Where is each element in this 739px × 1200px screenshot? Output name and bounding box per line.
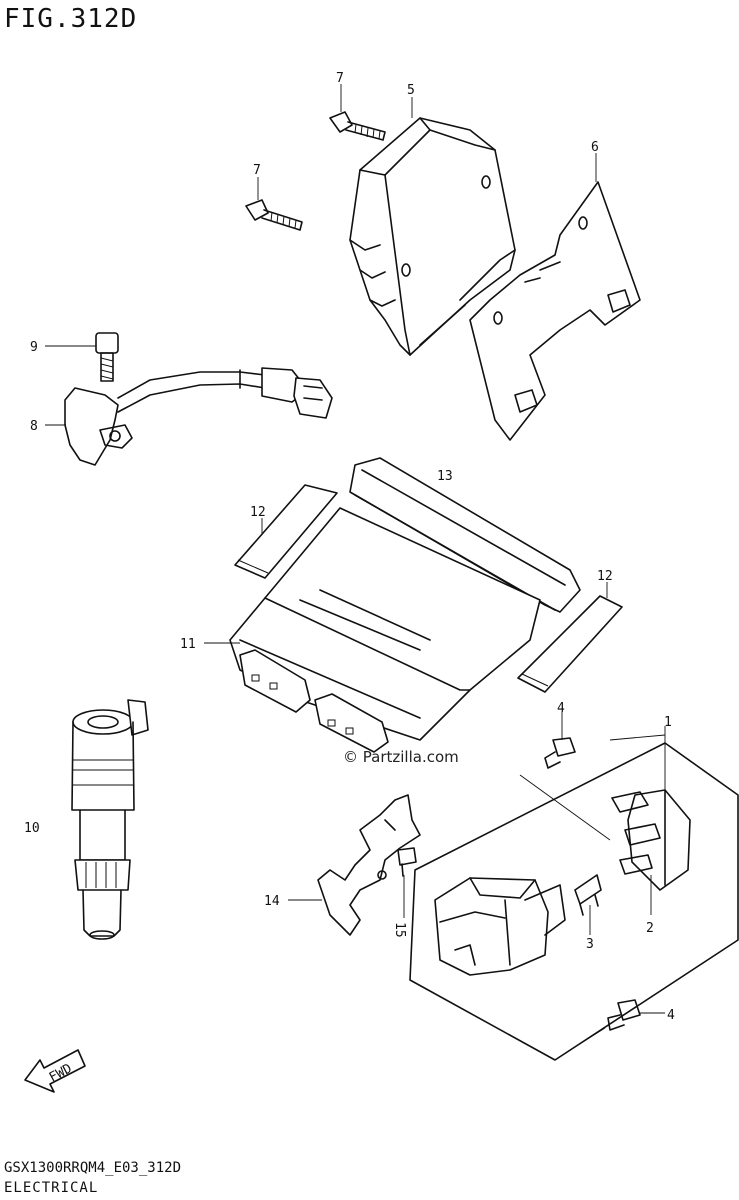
part-12-strip-left[interactable]	[234, 484, 338, 579]
relay-box[interactable]	[434, 877, 566, 976]
part-4-bolt-upper[interactable]	[544, 737, 576, 769]
callout-12b[interactable]: 12	[597, 569, 613, 584]
part-14-bracket[interactable]	[317, 794, 421, 936]
callout-numbers: 1 2 3 4 4 5 6 7 7 8 9 10 11 12 12 13 14 …	[24, 71, 675, 1023]
callout-15[interactable]: 15	[392, 922, 407, 938]
part-9-screw[interactable]	[95, 332, 119, 382]
callout-7b[interactable]: 7	[253, 163, 261, 178]
part-15-bolt[interactable]	[397, 847, 417, 877]
part-5-control-unit[interactable]	[349, 117, 516, 356]
watermark: © Partzilla.com	[343, 748, 459, 766]
diagram-code: GSX1300RRQM4_E03_312D	[4, 1160, 182, 1176]
callout-14[interactable]: 14	[264, 894, 280, 909]
section-name: ELECTRICAL	[4, 1180, 99, 1196]
callout-6[interactable]: 6	[591, 140, 599, 155]
part-2-relay[interactable]	[611, 789, 691, 891]
part-12-strip-right[interactable]	[517, 595, 623, 693]
callout-3[interactable]: 3	[586, 937, 594, 952]
callout-12a[interactable]: 12	[250, 505, 266, 520]
fwd-direction-arrow: FWD	[24, 1049, 86, 1093]
part-10-ignition-coil[interactable]	[71, 699, 149, 940]
part-8-sensor-harness[interactable]	[64, 367, 333, 466]
callout-13[interactable]: 13	[437, 469, 453, 484]
figure-title: FIG.312D	[4, 4, 138, 34]
callout-2[interactable]: 2	[646, 921, 654, 936]
part-7-bolt-lower[interactable]	[245, 199, 303, 231]
callout-8[interactable]: 8	[30, 419, 38, 434]
callout-4a[interactable]: 4	[557, 701, 565, 716]
callout-10[interactable]: 10	[24, 821, 40, 836]
part-11-ecu[interactable]	[229, 507, 541, 753]
callout-9[interactable]: 9	[30, 340, 38, 355]
part-6-bracket[interactable]	[469, 181, 641, 441]
part-3-relay[interactable]	[574, 874, 602, 916]
callout-7a[interactable]: 7	[336, 71, 344, 86]
part-7-bolt-upper[interactable]	[329, 111, 386, 141]
callout-5[interactable]: 5	[407, 83, 415, 98]
callout-4b[interactable]: 4	[667, 1008, 675, 1023]
callout-11[interactable]: 11	[180, 637, 196, 652]
leader-lines	[45, 84, 666, 1046]
callout-1[interactable]: 1	[664, 715, 672, 730]
